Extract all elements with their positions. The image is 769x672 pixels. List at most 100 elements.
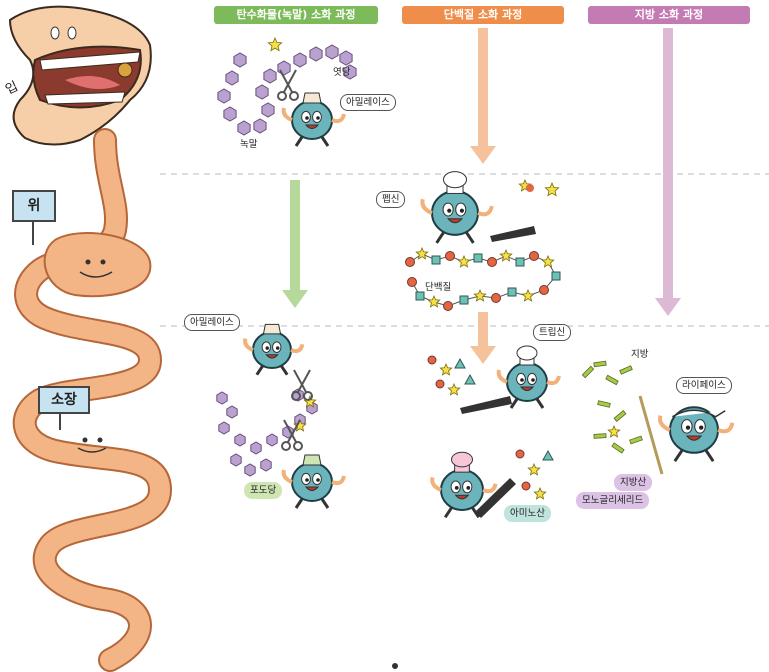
protein-bead-circle: [526, 184, 534, 192]
enzyme-pepsin: [420, 171, 494, 244]
protein-chain-line: [409, 253, 557, 307]
fat-fragment: [593, 360, 607, 368]
enzyme-leg: [509, 398, 519, 409]
label-amino-acid: 아미노산: [504, 505, 551, 522]
protein-arrow-bottom: [470, 312, 496, 364]
enzyme-pupil: [466, 486, 471, 490]
protein-chain: [405, 178, 561, 311]
header-protein: 단백질 소화 과정: [402, 6, 564, 24]
protein-bead-circle: [443, 301, 453, 311]
fat-fragment: [619, 365, 633, 375]
fat-fragment: [629, 435, 643, 445]
amino-acid-star: [527, 462, 541, 476]
header-fat-label: 지방 소화 과정: [634, 8, 704, 21]
enzyme-trypsin: [496, 345, 561, 409]
label-maltose: 엿당: [333, 67, 351, 78]
bucket-hat-icon: [302, 454, 322, 466]
protein-bead-square: [515, 257, 525, 267]
sword-icon: [638, 395, 664, 475]
starch-bead: [277, 60, 291, 76]
enzyme-leg: [535, 398, 545, 409]
digestive-tract: [8, 5, 173, 672]
enzyme-pupil: [699, 425, 704, 430]
amino-acid-triangle: [542, 449, 554, 461]
knife-icon: [490, 226, 536, 242]
scissors-handle: [277, 91, 287, 101]
enzyme-body: [291, 100, 333, 140]
amino-acid-star: [439, 362, 453, 376]
scissors-blade: [297, 369, 311, 393]
enzyme-arm: [331, 475, 346, 486]
label-fat: 지방: [631, 349, 649, 360]
starch-bead: [263, 68, 277, 84]
label-amylase-mid: 아밀레이스: [184, 314, 240, 331]
amino-acid-triangle: [464, 373, 476, 385]
upper-teeth: [39, 51, 141, 71]
enzyme-leg: [443, 507, 453, 519]
fat-arrow: [655, 28, 681, 316]
enzyme-amylase-glucose: [281, 454, 346, 509]
scissors-handle: [303, 391, 313, 401]
enzyme-leg: [465, 231, 475, 244]
enzyme-pupil: [275, 346, 280, 350]
enzyme-pupil: [447, 208, 452, 213]
stomach-eye-left: [85, 259, 91, 265]
protein-bead-circle: [405, 257, 415, 267]
enzyme-arm: [477, 205, 494, 217]
starch-bead: [266, 433, 278, 447]
carb-arrow: [282, 180, 308, 308]
label-protein: 단백질: [425, 282, 452, 293]
scissors-blade: [293, 369, 307, 393]
scissors-handle: [289, 91, 299, 101]
enzyme-characters: [243, 69, 735, 519]
enzyme-pupil: [454, 486, 459, 490]
enzyme-leg: [320, 498, 330, 509]
enzyme-pupil: [305, 478, 309, 482]
nose-eye-left: [50, 26, 60, 40]
fat-fragment: [581, 365, 595, 379]
protein-bead-circle: [407, 277, 417, 287]
starch-bead: [325, 44, 339, 60]
header-carb-label: 탄수화물(녹말) 소화 과정: [236, 8, 356, 21]
enzyme-mouth: [265, 354, 279, 359]
stomach-sac: [43, 232, 152, 298]
enzyme-arm: [420, 198, 433, 215]
food-bolus-icon: [117, 62, 133, 78]
organ-stomach-sign: 위: [12, 190, 56, 222]
stomach-smile: [79, 271, 113, 278]
amino-acid-star: [533, 486, 547, 500]
protein-bead-square: [459, 295, 469, 305]
enzyme-pupil: [316, 478, 320, 482]
bandana-icon: [672, 409, 726, 418]
starch-chain-mid: [216, 388, 318, 477]
enzyme-arm: [281, 469, 293, 484]
starch-bead: [244, 463, 256, 477]
enzyme-body: [252, 330, 292, 370]
bucket-hat-icon: [302, 92, 322, 104]
chef-hat-icon: [451, 451, 473, 468]
enzyme-leg: [294, 136, 304, 147]
enzyme-body: [431, 190, 479, 236]
fat-fragment: [597, 400, 611, 408]
fat-star-icon: [607, 424, 621, 438]
fat-fragment: [593, 433, 607, 439]
protein-bead-square: [415, 291, 425, 301]
enzyme-arm: [290, 343, 305, 354]
page-mark-icon: [392, 663, 398, 669]
enzyme-pupil: [520, 378, 524, 382]
label-amylase-top: 아밀레이스: [340, 94, 396, 111]
enzyme-pupil: [531, 378, 535, 382]
intestine-eye-left: [82, 437, 88, 443]
starch-bead: [230, 453, 242, 467]
starch-bead: [216, 391, 228, 405]
enzyme-trypsin-amino: [430, 451, 498, 519]
label-pepsin: 펩신: [376, 191, 406, 208]
label-monoglyceride: 모노글리세리드: [576, 492, 650, 509]
scissors-blade: [283, 419, 297, 443]
amino-acid-circle: [427, 355, 437, 365]
enzyme-lipase: [658, 406, 735, 463]
enzyme-arm: [430, 476, 442, 492]
protein-bead-square: [431, 255, 441, 265]
protein-bead-star: [427, 294, 441, 308]
protein-bead-star: [499, 248, 513, 262]
